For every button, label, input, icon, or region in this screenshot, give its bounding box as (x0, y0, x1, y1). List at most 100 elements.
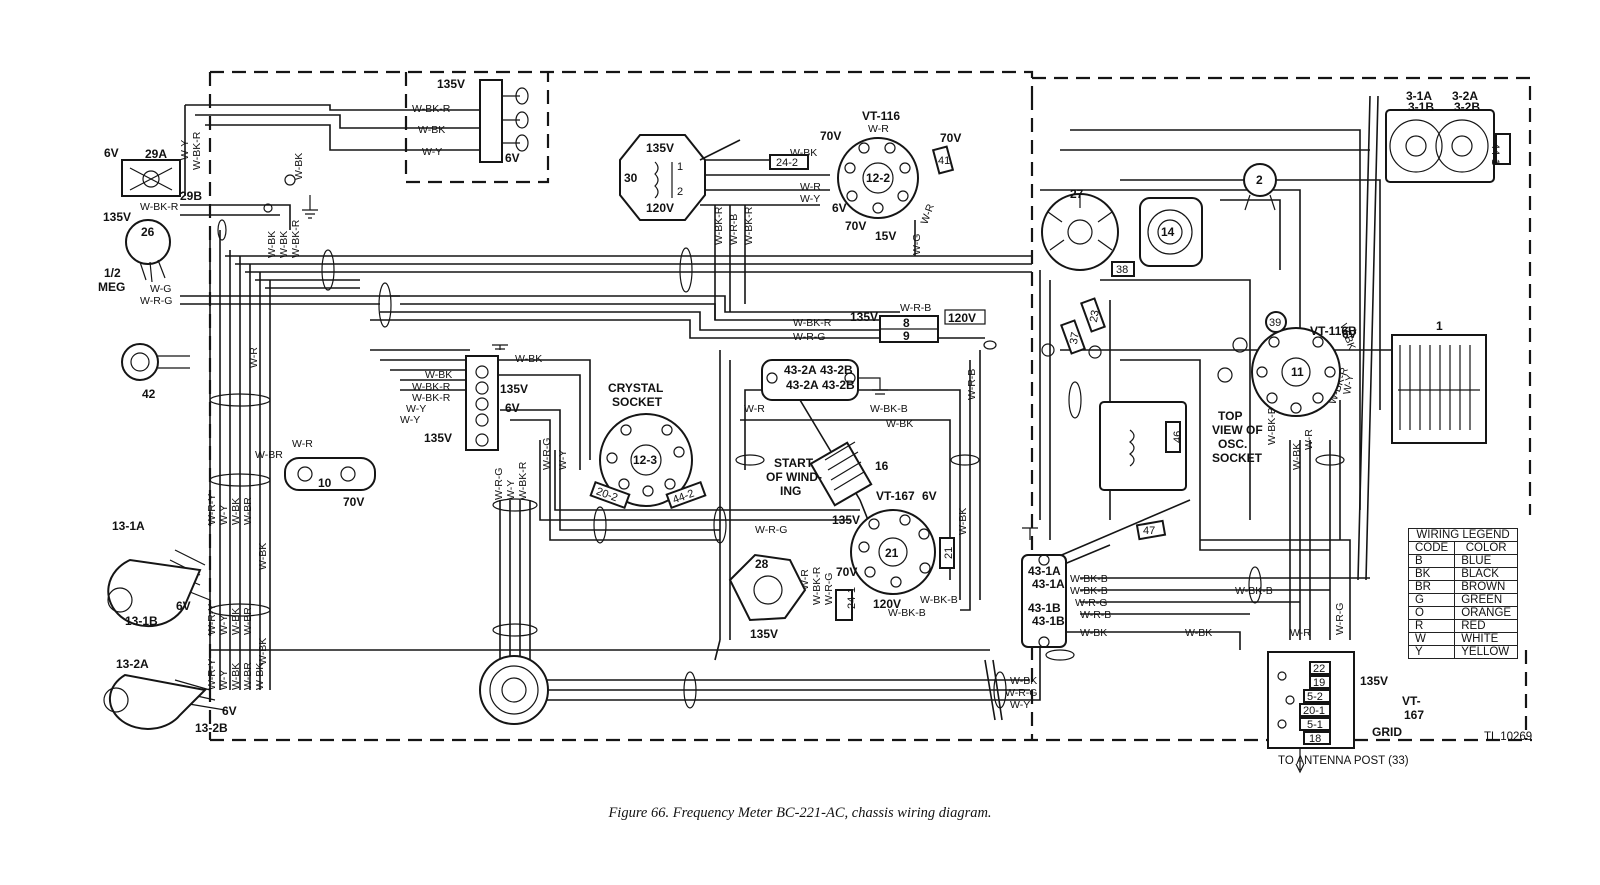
svg-text:1: 1 (677, 161, 683, 173)
svg-text:135V: 135V (500, 382, 528, 396)
svg-text:37: 37 (1068, 331, 1082, 345)
svg-text:16: 16 (875, 459, 889, 473)
svg-text:6V: 6V (505, 401, 520, 415)
svg-text:135V: 135V (103, 210, 131, 224)
svg-text:VIEW OF: VIEW OF (1212, 423, 1263, 437)
svg-text:2: 2 (677, 186, 683, 198)
svg-text:VT-167: VT-167 (876, 489, 915, 503)
svg-text:12-3: 12-3 (633, 453, 657, 467)
svg-text:8: 8 (903, 316, 910, 330)
svg-text:6V: 6V (922, 489, 937, 503)
legend-code: O (1407, 606, 1456, 620)
wire-label: W-Y (218, 505, 230, 525)
svg-text:70V: 70V (940, 131, 961, 145)
svg-text:43-2B: 43-2B (822, 378, 855, 392)
wire-label: W-R-G (793, 331, 825, 343)
wire-label: W-BK-R (412, 392, 451, 404)
svg-text:CRYSTAL: CRYSTAL (608, 381, 663, 395)
wire-label: W-BK-R (412, 381, 451, 393)
svg-text:70V: 70V (820, 129, 841, 143)
wire-label: W-BK-R (412, 103, 451, 115)
component-vt-167-tube-socket: 21 VT-167 6V 135V 70V 120V 21 (832, 489, 955, 611)
svg-text:43-1A: 43-1A (1032, 577, 1065, 591)
svg-text:13-2A: 13-2A (116, 657, 149, 671)
wire-label: W-BK-R (290, 219, 302, 258)
svg-text:OSC.: OSC. (1218, 437, 1247, 451)
wire-label: W-BK (425, 369, 452, 381)
legend-header-color: COLOR (1454, 541, 1519, 555)
wire-label: W-Y (422, 146, 442, 158)
svg-text:21: 21 (885, 546, 899, 560)
svg-text:70V: 70V (845, 219, 866, 233)
svg-text:24-2: 24-2 (776, 157, 798, 169)
svg-text:70V: 70V (836, 565, 857, 579)
antenna-post-note: TO ANTENNA POST (33) (1278, 755, 1409, 767)
wire-label: W-R-B (1080, 609, 1111, 621)
wire-label: W-R-G (541, 438, 553, 470)
svg-text:21: 21 (943, 547, 955, 559)
legend-color: WHITE (1454, 632, 1519, 646)
svg-text:43-2B: 43-2B (820, 363, 853, 377)
svg-text:47: 47 (1143, 525, 1155, 537)
wire-label: W-R-G (1005, 687, 1037, 699)
wire-label: W-BK (957, 508, 969, 535)
wire-label: W-R (919, 202, 938, 226)
wire-label: W-R-Y (206, 659, 218, 690)
legend-code: Y (1407, 645, 1456, 659)
svg-text:135V: 135V (750, 627, 778, 641)
svg-text:OF WIND-: OF WIND- (766, 470, 822, 484)
component-13-2-tuning-section: 13-2A 6V 13-2B (103, 657, 237, 735)
svg-text:43-2A: 43-2A (786, 378, 819, 392)
wire-label: W-R-G (1334, 603, 1346, 635)
wire-label: W-BR (255, 449, 283, 461)
wire-label: W-BK-B (1266, 407, 1278, 445)
wire-label: W-BK-R (517, 461, 529, 500)
legend-header-code: CODE (1407, 541, 1456, 555)
wire-label: W-R-G (493, 468, 505, 500)
svg-text:9: 9 (903, 329, 910, 343)
wire-label: W-BR (242, 607, 254, 635)
svg-text:135V: 135V (424, 431, 452, 445)
wiring-harness (159, 104, 1400, 711)
svg-text:38: 38 (1116, 264, 1128, 276)
wire-label: W-R-G (823, 573, 835, 605)
svg-text:135V: 135V (437, 77, 465, 91)
legend-color: ORANGE (1454, 606, 1519, 620)
wire-label: W-Y (557, 450, 569, 470)
svg-text:1: 1 (1436, 319, 1443, 333)
legend-color: BLACK (1454, 567, 1519, 581)
wire-labels: W-BK-R W-BK W-Y W-Y W-BK-R W-BK W-BK-R W… (140, 103, 1358, 711)
svg-text:1/2: 1/2 (104, 266, 121, 280)
svg-text:20-1: 20-1 (1303, 705, 1325, 717)
wire-label: W-R (248, 347, 260, 368)
component-26-potentiometer: 26 1/2 MEG (98, 219, 171, 294)
wire-label: W-Y (1341, 374, 1356, 396)
wire-label: W-BK-R (811, 566, 823, 605)
wire-label: W-R-B (728, 214, 740, 245)
wire-label: W-G (150, 283, 171, 295)
component-14-tube: 14 38 (1111, 197, 1203, 277)
svg-text:39: 39 (1269, 317, 1281, 329)
wire-label: W-BK (257, 543, 269, 570)
svg-text:ING: ING (780, 484, 801, 498)
wire-label: W-Y (406, 403, 426, 415)
wire-label: W-BK (230, 663, 242, 690)
terminal-strip-top: 135V 6V (437, 77, 529, 165)
cable-shield-marks (209, 219, 1345, 709)
wire-label: W-BK-B (920, 594, 958, 606)
wire-label: W-BK-R (793, 317, 832, 329)
component-2-lamp: 2 (1243, 163, 1277, 211)
component-46-coil: 46 (1099, 401, 1187, 491)
component-grid-subassembly: 22 19 5-2 20-1 5-1 18 135V VT- 167 GRID (1267, 651, 1424, 774)
svg-text:VT-: VT- (1402, 694, 1421, 708)
wire-label: W-R-B (966, 369, 978, 400)
svg-text:44-1: 44-1 (1489, 143, 1501, 165)
svg-text:5-2: 5-2 (1307, 691, 1323, 703)
component-43-2-capacitor: 43-2A 43-2A 43-2B 43-2B (761, 359, 888, 401)
svg-text:START: START (774, 456, 814, 470)
legend-color: GREEN (1454, 593, 1519, 607)
